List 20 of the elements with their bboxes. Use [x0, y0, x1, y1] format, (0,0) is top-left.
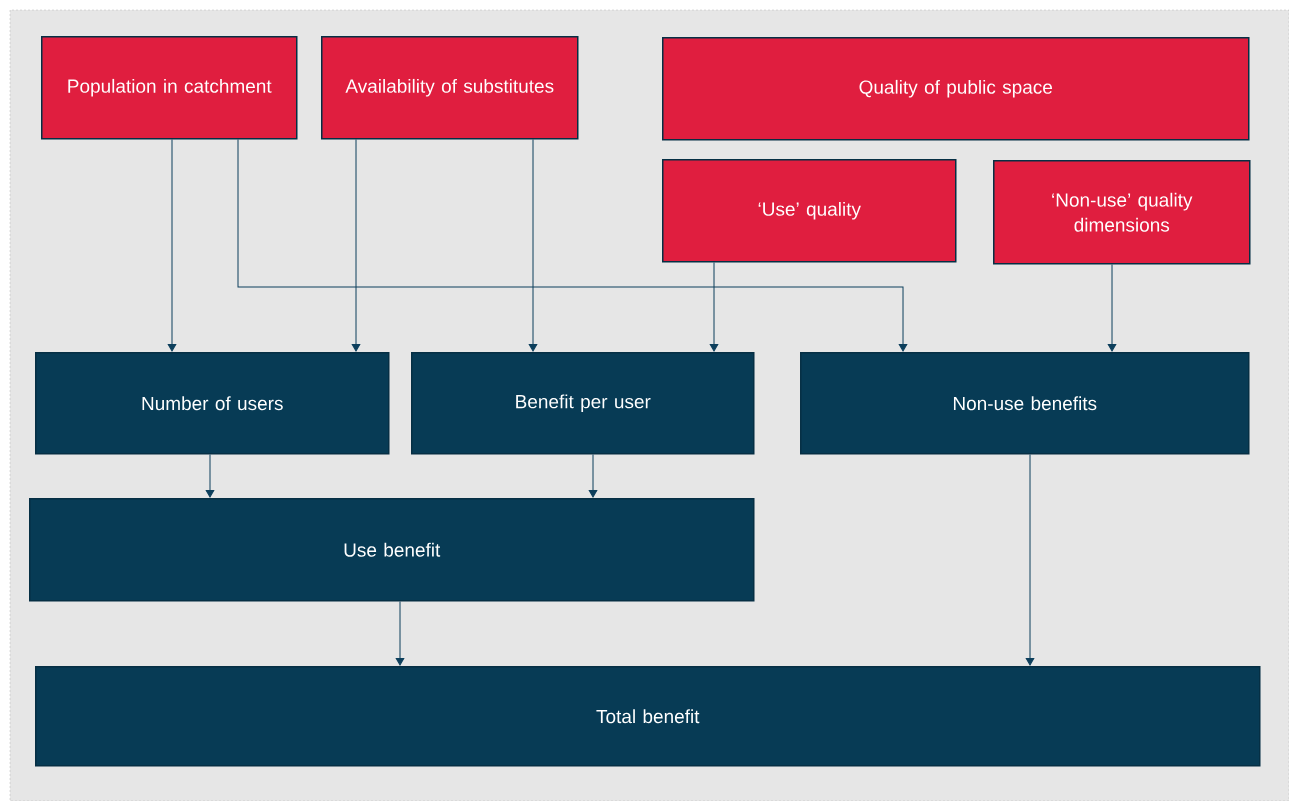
arrow — [167, 139, 177, 352]
arrow — [1107, 264, 1117, 352]
factor-box: Quality of public space — [662, 37, 1250, 141]
arrow — [528, 139, 538, 352]
benefit-box: Use benefit — [29, 498, 755, 602]
benefit-box: Non-use benefits — [800, 352, 1250, 455]
factor-box: Population in catchment — [41, 36, 298, 140]
arrow — [351, 139, 361, 352]
arrow — [1025, 454, 1035, 666]
benefit-box: Benefit per user — [411, 352, 755, 455]
benefit-box: Total benefit — [35, 666, 1261, 767]
factor-box: ‘Non-use’ quality dimensions — [993, 160, 1251, 265]
benefit-box: Number of users — [35, 352, 390, 455]
arrow — [588, 454, 598, 498]
arrow — [709, 262, 719, 352]
arrow — [205, 454, 215, 498]
arrow — [237, 139, 908, 352]
factor-box: Availability of substitutes — [321, 36, 579, 140]
factor-box: ‘Use’ quality — [662, 159, 957, 263]
arrow — [395, 601, 405, 666]
